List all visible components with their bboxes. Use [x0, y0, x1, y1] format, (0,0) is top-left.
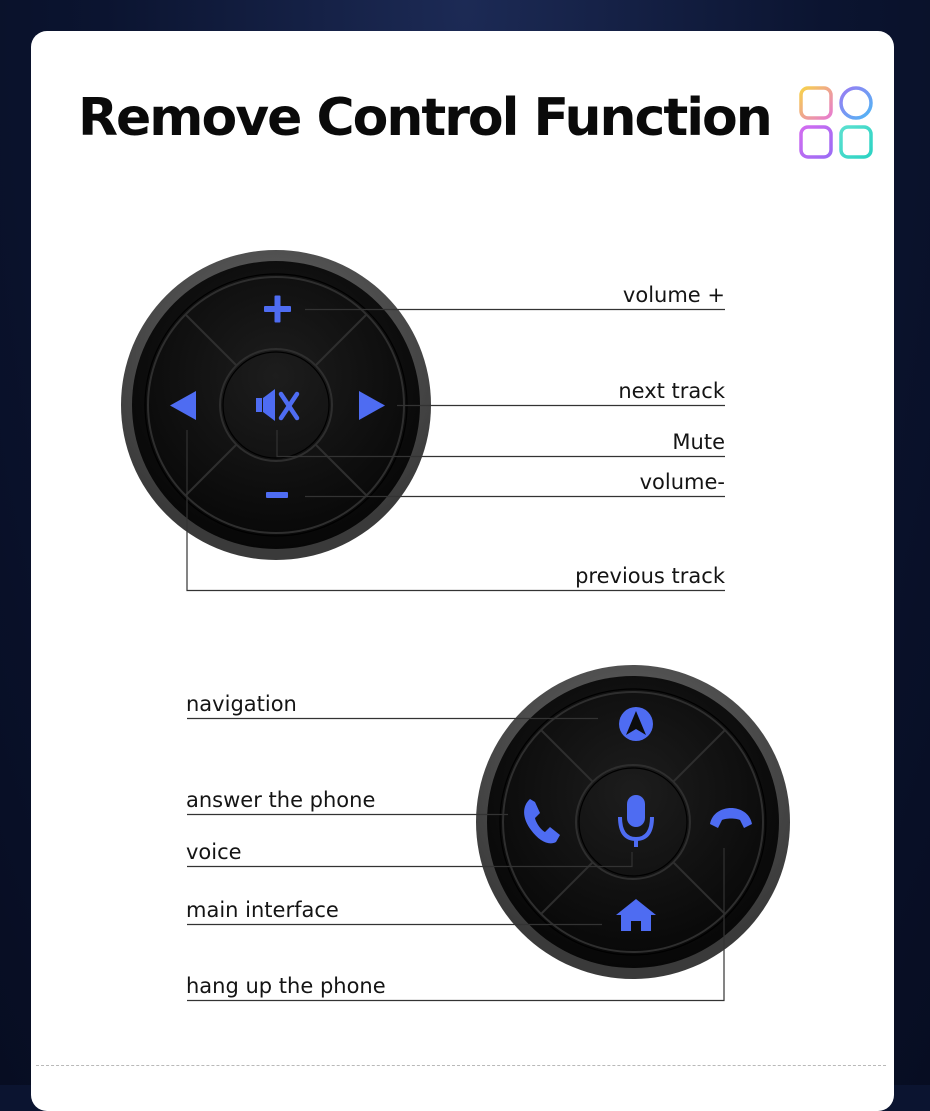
- label-volume-up: volume +: [622, 283, 725, 307]
- phone-hangup-icon[interactable]: [710, 808, 752, 828]
- dashed-divider: [36, 1065, 886, 1066]
- remote-diagram: [121, 250, 790, 1002]
- media-leader-lines: [186, 308, 725, 592]
- phone-leader-lines: [187, 717, 725, 1002]
- media-remote: [121, 250, 725, 592]
- label-hang-up-phone: hang up the phone: [186, 974, 386, 998]
- play-right-icon[interactable]: [359, 391, 385, 420]
- phone-remote: [187, 665, 790, 1002]
- content-card: [31, 31, 894, 1111]
- page-title: Remove Control Function: [78, 88, 773, 148]
- label-mute: Mute: [672, 430, 725, 454]
- label-next-track: next track: [618, 379, 725, 403]
- app-grid-icon: [799, 86, 873, 159]
- minus-icon[interactable]: [266, 492, 288, 498]
- play-left-icon[interactable]: [170, 391, 196, 420]
- label-voice: voice: [186, 840, 242, 864]
- phone-answer-icon[interactable]: [524, 799, 560, 844]
- label-previous-track: previous track: [575, 564, 725, 588]
- navigation-arrow-icon[interactable]: [619, 707, 653, 741]
- home-icon[interactable]: [616, 899, 656, 931]
- label-main-interface: main interface: [186, 898, 339, 922]
- microphone-icon[interactable]: [618, 795, 654, 847]
- label-volume-down: volume-: [639, 470, 725, 494]
- plus-icon[interactable]: [264, 295, 291, 323]
- label-navigation: navigation: [186, 692, 297, 716]
- label-answer-phone: answer the phone: [186, 788, 376, 812]
- mute-speaker-icon[interactable]: [256, 389, 300, 421]
